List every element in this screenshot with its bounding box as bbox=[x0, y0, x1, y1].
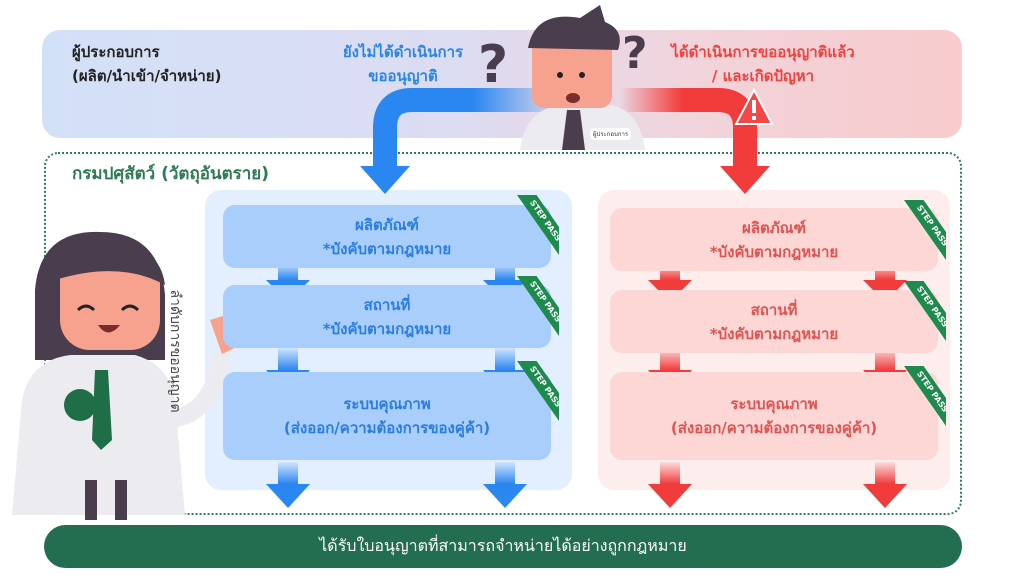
question-mark-icon: ? bbox=[478, 35, 508, 95]
already-line2: / และเกิดปัญหา bbox=[711, 67, 815, 85]
step-note: (ส่งออก/ความต้องการของคู่ค้า) bbox=[283, 419, 491, 437]
blue-step-location: สถานที่ *บังคับตามกฎหมาย bbox=[223, 285, 551, 348]
step-pass-badge: STEP PASS bbox=[515, 361, 559, 423]
logo-badge bbox=[64, 389, 96, 421]
step-note: *บังคับตามกฎหมาย bbox=[709, 242, 839, 261]
step-note: *บังคับตามกฎหมาย bbox=[322, 319, 452, 338]
red-arrow-head bbox=[720, 166, 770, 194]
step-pass-badge: STEP PASS bbox=[902, 281, 946, 343]
red-step-product: ผลิตภัณฑ์ *บังคับตามกฎหมาย bbox=[610, 208, 938, 271]
step-note: (ส่งออก/ความต้องการของคู่ค้า) bbox=[670, 419, 878, 437]
step-pass-badge: STEP PASS bbox=[515, 276, 559, 338]
operator-band bbox=[42, 30, 962, 138]
red-step-quality: ระบบคุณภาพ (ส่งออก/ความต้องการของคู่ค้า) bbox=[610, 372, 938, 460]
already-line1: ได้ดำเนินการขออนุญาติแล้ว bbox=[671, 43, 855, 61]
blue-curved-arrow bbox=[373, 88, 560, 170]
step-pass-badge: STEP PASS bbox=[515, 195, 559, 257]
step-title: ผลิตภัณฑ์ bbox=[742, 218, 806, 237]
step-pass-badge: STEP PASS bbox=[902, 366, 946, 428]
officer-illustration bbox=[12, 231, 247, 520]
already-licensed-label: ได้ดำเนินการขออนุญาติแล้ว / และเกิดปัญหา bbox=[648, 40, 878, 88]
not-yet-line1: ยังไม่ได้ดำเนินการ bbox=[342, 43, 464, 61]
operator-name-tag: ผู้ประกอบการ bbox=[590, 128, 632, 140]
license-result-bar: ได้รับใบอนุญาตที่สามารถจำหน่ายได้อย่างถู… bbox=[44, 525, 962, 568]
question-mark-icon: ? bbox=[622, 28, 648, 79]
operator-title: ผู้ประกอบการ bbox=[72, 43, 160, 61]
step-title: สถานที่ bbox=[750, 300, 798, 319]
operator-label: ผู้ประกอบการ (ผลิต/นำเข้า/จำหน่าย) bbox=[72, 40, 221, 88]
department-title: กรมปศุสัตว์ (วัตถุอันตราย) bbox=[72, 164, 270, 184]
warning-icon bbox=[734, 87, 774, 125]
step-note: *บังคับตามกฎหมาย bbox=[709, 324, 839, 343]
step-title: ผลิตภัณฑ์ bbox=[355, 215, 419, 234]
red-curved-arrow bbox=[620, 88, 757, 170]
step-title: ระบบคุณภาพ bbox=[730, 395, 818, 413]
not-yet-licensed-label: ยังไม่ได้ดำเนินการ ขออนุญาติ bbox=[318, 40, 488, 88]
not-yet-line2: ขออนุญาติ bbox=[368, 67, 438, 85]
operator-subtitle: (ผลิต/นำเข้า/จำหน่าย) bbox=[72, 67, 222, 85]
step-title: ระบบคุณภาพ bbox=[343, 395, 431, 413]
procedure-vertical-label: ลำดับการขออนุญาต bbox=[167, 289, 183, 413]
blue-step-quality: ระบบคุณภาพ (ส่งออก/ความต้องการของคู่ค้า) bbox=[223, 372, 551, 460]
red-step-location: สถานที่ *บังคับตามกฎหมาย bbox=[610, 290, 938, 353]
blue-arrow-head bbox=[360, 166, 410, 194]
step-note: *บังคับตามกฎหมาย bbox=[322, 239, 452, 258]
step-pass-badge: STEP PASS bbox=[902, 200, 946, 262]
blue-step-product: ผลิตภัณฑ์ *บังคับตามกฎหมาย bbox=[223, 205, 551, 268]
step-title: สถานที่ bbox=[363, 295, 411, 314]
